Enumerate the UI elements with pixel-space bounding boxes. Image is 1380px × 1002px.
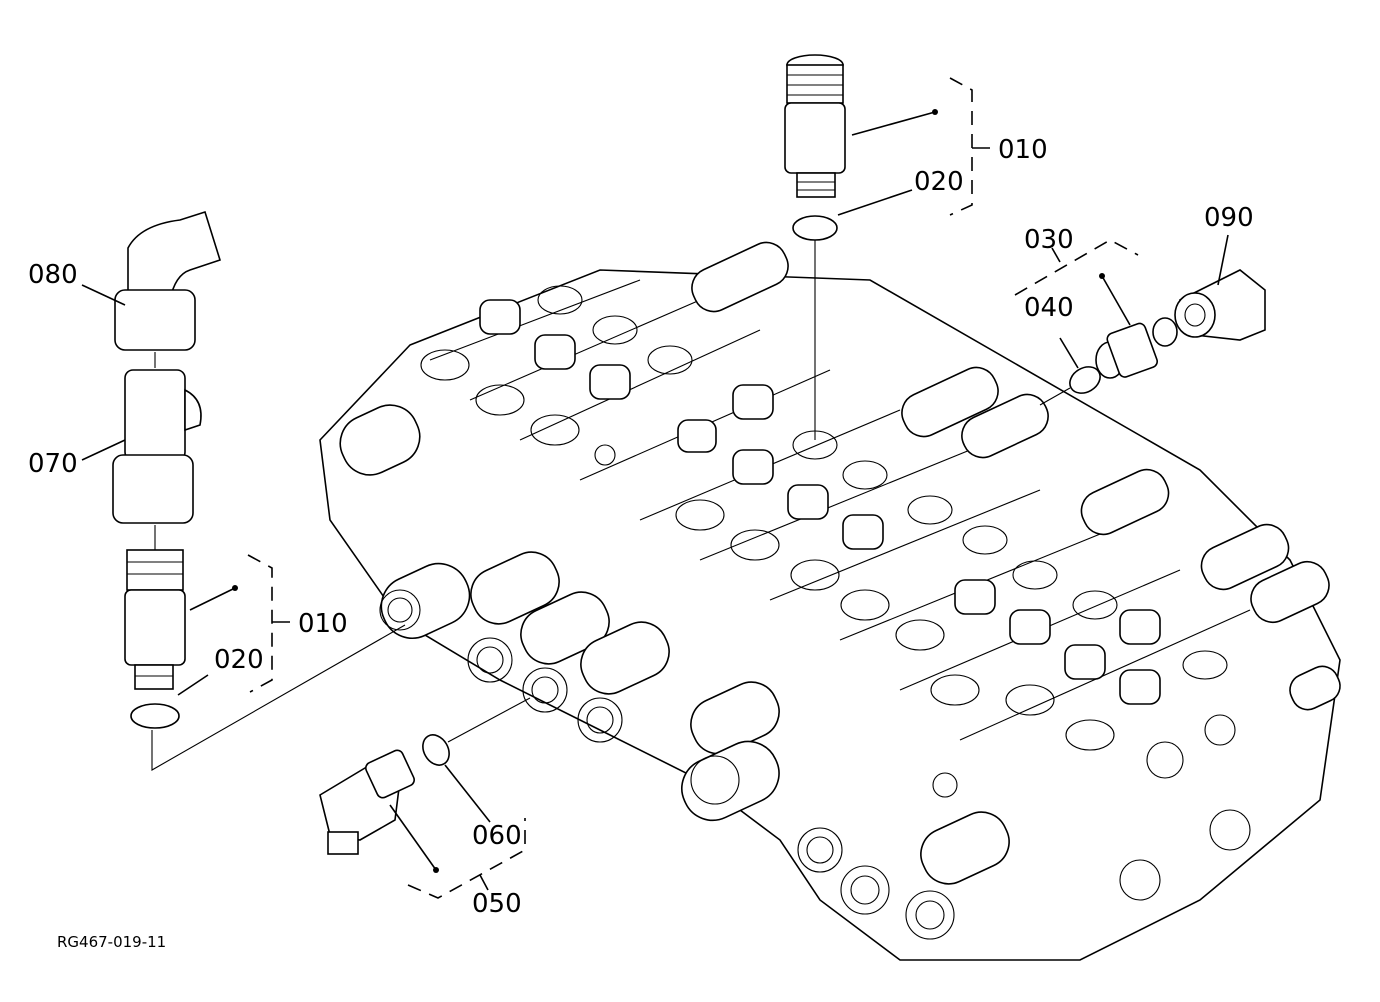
o-ring-icon — [422, 734, 450, 766]
tee-fitting-icon — [112, 369, 202, 524]
callout-010-lower: 010 — [298, 609, 348, 639]
callout-040: 040 — [1024, 293, 1074, 323]
callout-020-upper: 020 — [914, 167, 964, 197]
callout-060: 060 — [472, 821, 522, 851]
callout-050: 050 — [472, 889, 522, 919]
group-bracket — [407, 818, 526, 899]
elbow-fitting-icon — [319, 749, 415, 855]
drawing-reference-code: RG467-019-11 — [57, 933, 166, 951]
adapter-fitting-icon — [1095, 317, 1178, 379]
elbow-fitting-icon — [114, 210, 221, 351]
callout-020-lower: 020 — [214, 645, 264, 675]
callout-030: 030 — [1024, 225, 1074, 255]
callout-010-upper: 010 — [998, 135, 1048, 165]
callout-080: 080 — [28, 260, 78, 290]
group-bracket — [247, 554, 273, 693]
o-ring-icon — [792, 215, 838, 241]
o-ring-icon — [130, 703, 180, 729]
o-ring-icon — [1069, 366, 1101, 394]
group-bracket — [1014, 239, 1139, 296]
relief-valve-icon — [784, 54, 846, 198]
callout-070: 070 — [28, 449, 78, 479]
relief-valve-icon — [124, 549, 186, 690]
callout-090: 090 — [1204, 203, 1254, 233]
elbow-fitting-icon — [1174, 269, 1266, 341]
control-valve-block-icon — [319, 241, 1341, 961]
